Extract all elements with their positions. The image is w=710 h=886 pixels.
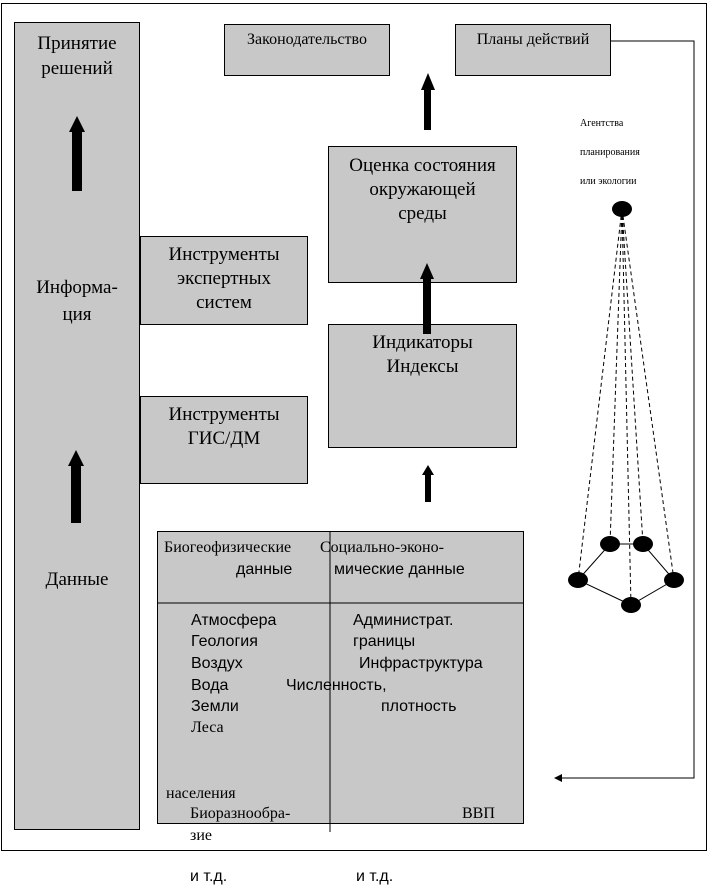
bio-item-atmosphere: Атмосфера [191,612,277,629]
data-label: Данные [45,569,109,590]
agency-network-ring [577,543,675,606]
agency-node-icon [612,201,632,217]
arrow-up-icon [69,116,85,191]
agency-node-icon [664,572,684,588]
bio-item-air: Воздух [191,655,243,672]
action-plans-box [455,24,611,76]
arrow-up-icon [421,73,435,130]
agencies-label: Агентства планирования или экологии [580,118,640,187]
diagram-frame [1,3,707,851]
agency-nodes [568,201,684,613]
bio-item-water: Вода [191,677,229,694]
bio-header-line1: Биогеофизические [164,539,292,556]
information-label: Информа- ция [36,277,118,325]
indicators-indices-box [328,324,517,448]
gis-tools-box [140,396,308,484]
bio-item-land: Земли [191,698,239,715]
agency-network-links [577,208,675,606]
arrow-up-icon [420,263,434,334]
soc-item-admin-line2: границы [353,633,416,650]
soc-header-line2: мические данные [334,561,465,578]
indicators-indices-label: Индикаторы Индексы [372,332,473,377]
feedback-connector [560,40,695,779]
soc-item-population-line2: плотность [381,698,457,715]
decision-making-label: Принятие решений [37,33,117,79]
bio-item-biodiversity-line2: зие [190,827,212,844]
data-sources-table [157,531,524,824]
soc-item-infrastructure: Инфраструктура [359,655,483,672]
soc-item-admin-line1: Администрат. [353,612,454,629]
arrow-left-icon [554,774,562,782]
soc-item-population-line1: Численность, [286,677,387,694]
etc-right: и т.д. [356,868,394,885]
expert-system-tools-box [140,236,308,325]
agency-node-icon [600,536,620,552]
agency-node-icon [633,536,653,552]
environment-assessment-box [328,146,517,283]
arrow-up-icon [68,450,84,523]
soc-header-line1: Социально-эконо- [320,539,444,556]
bio-item-biodiversity-line1: Биоразнообра- [190,805,291,822]
etc-left: и т.д. [190,868,228,885]
arrow-up-icon [422,465,434,502]
agency-node-icon [621,597,641,613]
legislation-box [224,24,390,76]
environment-assessment-label: Оценка состояния окружающей среды [349,155,496,224]
agency-node-icon [568,572,588,588]
bio-header-line2: данные [236,561,293,578]
soc-item-population-line3: населения [166,785,236,802]
expert-system-tools-label: Инструменты экспертных систем [168,244,280,313]
legislation-label: Законодательство [247,31,367,48]
gis-tools-label: Инструменты ГИС/ДМ [168,404,280,449]
soc-item-gdp: ВВП [462,805,495,822]
bio-item-forests: Леса [191,719,224,736]
action-plans-label: Планы действий [476,31,590,48]
bio-item-geology: Геология [191,633,258,650]
